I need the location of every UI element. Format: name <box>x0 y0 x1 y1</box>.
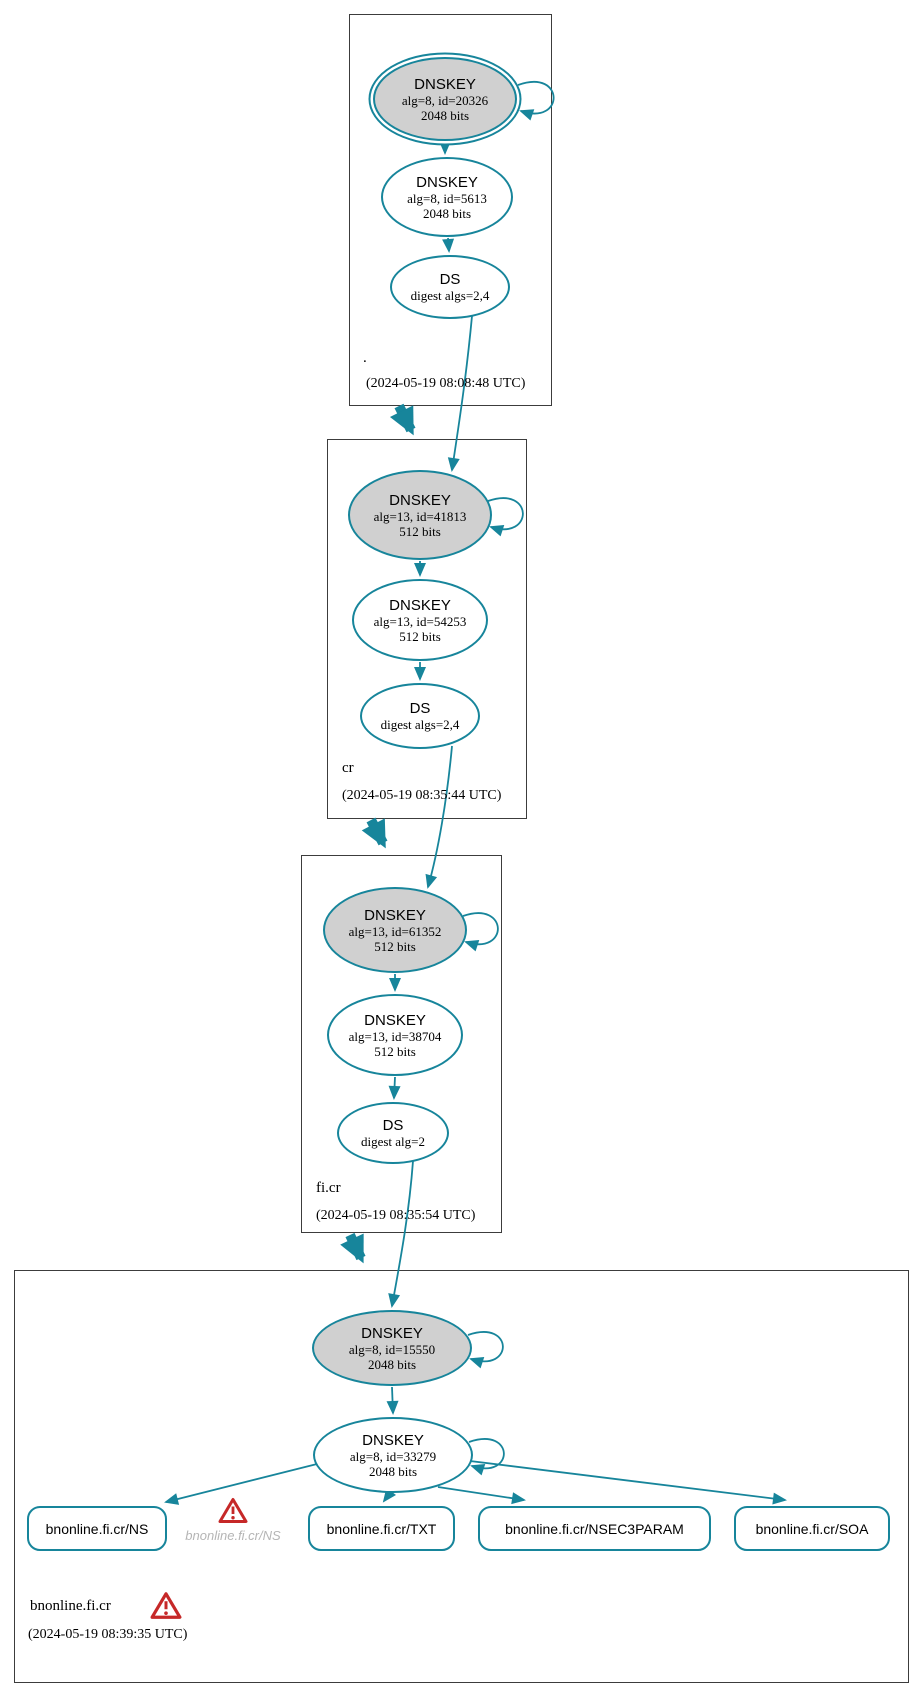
ds-node-cr[interactable]: DS digest algs=2,4 <box>360 683 480 749</box>
node-title: DS <box>409 700 431 717</box>
zone-timestamp-root: (2024-05-19 08:08:48 UTC) <box>366 376 526 391</box>
node-detail: alg=13, id=54253 <box>373 613 467 629</box>
node-title: DS <box>439 271 461 288</box>
rrset-label: bnonline.fi.cr/NS <box>45 1520 149 1537</box>
zone-label-fi-cr: fi.cr <box>316 1180 341 1196</box>
node-detail: digest alg=2 <box>360 1134 426 1149</box>
dnskey-node-bnonline-ksk[interactable]: DNSKEY alg=8, id=15550 2048 bits <box>312 1310 472 1386</box>
rrset-box-ns[interactable]: bnonline.fi.cr/NS <box>27 1506 167 1551</box>
node-detail: alg=13, id=41813 <box>373 508 467 524</box>
delegation-arrow-root-cr <box>389 403 416 436</box>
node-title: DNSKEY <box>389 596 451 614</box>
zone-timestamp-fi-cr: (2024-05-19 08:35:54 UTC) <box>316 1208 476 1223</box>
zone-box-bnonline-fi-cr <box>14 1270 909 1683</box>
dnskey-node-root-ksk[interactable]: DNSKEY alg=8, id=20326 2048 bits <box>373 57 517 141</box>
node-detail: digest algs=2,4 <box>380 717 460 732</box>
node-detail: alg=8, id=15550 <box>348 1341 436 1357</box>
zone-timestamp-bnonline-fi-cr: (2024-05-19 08:39:35 UTC) <box>28 1627 188 1642</box>
zone-label-bnonline-fi-cr: bnonline.fi.cr <box>30 1598 111 1614</box>
ds-node-root[interactable]: DS digest algs=2,4 <box>390 255 510 319</box>
node-detail: alg=8, id=33279 <box>349 1448 437 1464</box>
node-detail: 512 bits <box>399 628 441 644</box>
node-detail: 2048 bits <box>368 1463 418 1479</box>
node-detail: 512 bits <box>374 1043 416 1059</box>
zone-box-root <box>349 14 552 406</box>
zone-box-cr <box>327 439 527 819</box>
node-title: DNSKEY <box>362 1431 424 1449</box>
node-detail: alg=13, id=38704 <box>348 1028 442 1044</box>
node-title: DNSKEY <box>389 491 451 509</box>
rrset-label: bnonline.fi.cr/TXT <box>326 1520 437 1537</box>
dnskey-node-cr-ksk[interactable]: DNSKEY alg=13, id=41813 512 bits <box>348 470 492 560</box>
node-detail: 2048 bits <box>367 1356 417 1372</box>
warning-icon[interactable] <box>150 1591 182 1620</box>
node-detail: alg=8, id=20326 <box>401 92 489 108</box>
rrset-box-txt[interactable]: bnonline.fi.cr/TXT <box>308 1506 455 1551</box>
dnskey-node-fi-cr-zsk[interactable]: DNSKEY alg=13, id=38704 512 bits <box>327 994 463 1076</box>
zone-label-cr: cr <box>342 760 354 776</box>
node-detail: alg=8, id=5613 <box>407 190 487 206</box>
node-title: DNSKEY <box>414 75 476 93</box>
rrset-box-soa[interactable]: bnonline.fi.cr/SOA <box>734 1506 890 1551</box>
rrset-label: bnonline.fi.cr/SOA <box>755 1520 869 1537</box>
ghost-rrset-label-ns: bnonline.fi.cr/NS <box>185 1528 281 1543</box>
dnskey-node-root-zsk[interactable]: DNSKEY alg=8, id=5613 2048 bits <box>381 157 513 237</box>
warning-icon[interactable] <box>218 1497 248 1524</box>
node-detail: digest algs=2,4 <box>410 288 490 303</box>
node-title: DNSKEY <box>416 173 478 191</box>
node-title: DS <box>382 1117 404 1134</box>
delegation-arrow-cr-fi-cr <box>361 817 388 849</box>
node-title: DNSKEY <box>361 1324 423 1342</box>
zone-timestamp-cr: (2024-05-19 08:35:44 UTC) <box>342 788 502 803</box>
dnskey-node-cr-zsk[interactable]: DNSKEY alg=13, id=54253 512 bits <box>352 579 488 661</box>
node-title: DNSKEY <box>364 1011 426 1029</box>
dnskey-node-bnonline-zsk[interactable]: DNSKEY alg=8, id=33279 2048 bits <box>313 1417 473 1493</box>
node-detail: 512 bits <box>374 938 416 954</box>
rrset-label: bnonline.fi.cr/NSEC3PARAM <box>505 1520 684 1537</box>
ds-node-fi-cr[interactable]: DS digest alg=2 <box>337 1102 449 1164</box>
node-detail: alg=13, id=61352 <box>348 923 442 939</box>
node-detail: 2048 bits <box>420 107 470 123</box>
node-detail: 2048 bits <box>422 205 472 221</box>
node-detail: 512 bits <box>399 523 441 539</box>
rrset-box-nsec3param[interactable]: bnonline.fi.cr/NSEC3PARAM <box>478 1506 711 1551</box>
delegation-arrow-fi-cr-bnonline <box>340 1232 366 1264</box>
node-title: DNSKEY <box>364 906 426 924</box>
zone-label-root: . <box>363 350 367 366</box>
dnskey-node-fi-cr-ksk[interactable]: DNSKEY alg=13, id=61352 512 bits <box>323 887 467 973</box>
